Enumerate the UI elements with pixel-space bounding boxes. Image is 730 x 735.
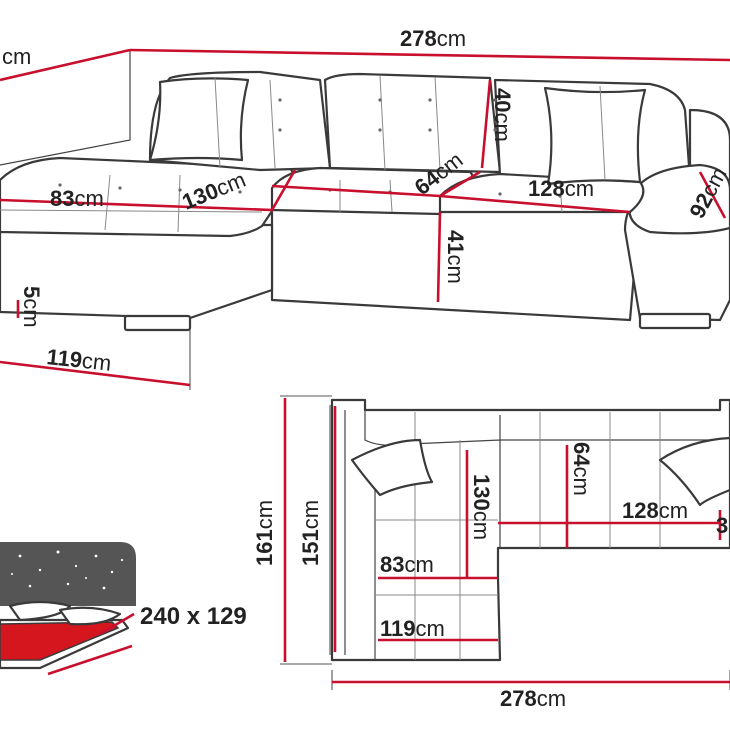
plan-label-chaise-total-width-value: 119	[380, 616, 416, 641]
label-leg-height: 5cm	[19, 286, 44, 328]
label-chaise-depth: 83cm	[50, 186, 104, 211]
label-top-width-value: 278	[400, 26, 437, 51]
plan-label-chaise-total-width-unit: cm	[416, 616, 445, 641]
plan-label-total-depth-value: 161	[252, 529, 277, 566]
plan-label-inner-depth-value: 151	[298, 529, 323, 566]
plan-label-chaise-depth-unit: cm	[404, 552, 433, 577]
leg-right	[638, 312, 712, 330]
label-seat-height: 41cm	[443, 230, 468, 284]
pillow-right	[543, 86, 647, 186]
plan-label-inner-depth-unit: cm	[298, 500, 323, 529]
plan-label-total-depth-unit: cm	[252, 500, 277, 529]
bed-size-label: 240 x 129	[140, 603, 247, 630]
plan-dimensions	[283, 398, 730, 684]
label-chaise-total-width-unit: cm	[81, 348, 113, 376]
plan-label-seat-width: 128cm	[622, 498, 688, 523]
label-back-height-value: 40	[490, 88, 515, 112]
plan-label-seat-depth: 64cm	[569, 442, 594, 496]
label-seat-height-unit: cm	[443, 254, 468, 283]
label-chaise-depth-value: 83	[50, 186, 74, 211]
backrest-middle	[323, 72, 502, 174]
bed-pillow-1	[8, 600, 72, 622]
label-chaise-depth-unit: cm	[74, 186, 103, 211]
bed-arrow-bottom	[47, 644, 133, 676]
label-leg-height-value: 5	[19, 286, 44, 298]
label-seat-depth: 64cm	[410, 147, 468, 200]
plan-label-total-width: 278cm	[500, 686, 566, 711]
label-back-height: 40cm	[490, 88, 515, 142]
label-seat-width-unit: cm	[565, 176, 594, 201]
plan-label-chaise-length-value: 130	[469, 474, 494, 511]
plan-label-seat-width-unit: cm	[659, 498, 688, 523]
plan-label-chaise-total-width: 119cm	[380, 616, 445, 641]
stars	[11, 550, 124, 590]
leg-left	[123, 314, 192, 332]
label-leg-height-unit: cm	[19, 298, 44, 327]
plan-label-inner-depth: 151cm	[298, 500, 323, 566]
label-seat-height-value: 41	[443, 230, 468, 254]
label-back-height-unit: cm	[490, 112, 515, 141]
bed-arrow-right	[99, 612, 135, 636]
label-top-width: 278cm	[400, 26, 466, 51]
plan-label-chaise-depth: 83cm	[380, 552, 434, 577]
plan-pillow-right	[658, 436, 730, 507]
plan-label-chaise-length-unit: cm	[469, 511, 494, 540]
label-seat-width: 128cm	[528, 176, 594, 201]
plan-label-seat-width-value: 128	[622, 498, 659, 523]
plan-label-total-depth: 161cm	[252, 500, 277, 566]
label-seat-width-value: 128	[528, 176, 565, 201]
plan-pillow-left	[350, 438, 434, 497]
perspective-sofa	[0, 49, 730, 332]
label-top-width-unit: cm	[437, 26, 466, 51]
plan-label-total-width-unit: cm	[537, 686, 566, 711]
label-chaise-total-width-value: 119	[45, 344, 83, 373]
bed-function-icon: 240 x 129	[0, 542, 247, 676]
plan-label-chaise-depth-value: 83	[380, 552, 404, 577]
plan-label-chaise-length: 130cm	[469, 474, 494, 540]
bed-pillow-2	[58, 606, 122, 626]
perspective-dimensions	[0, 48, 730, 390]
pillow-left	[148, 77, 250, 162]
night-sky-panel	[0, 542, 136, 606]
plan-label-total-width-value: 278	[500, 686, 537, 711]
label-chaise-total-width: 119cm	[45, 344, 112, 376]
plan-label-seat-depth-value: 64	[569, 442, 594, 467]
plan-view	[280, 395, 730, 690]
label-top-left-unit: cm	[2, 44, 31, 69]
plan-label-seat-depth-unit: cm	[569, 466, 594, 495]
plan-label-arm-partial: 3	[716, 513, 728, 538]
